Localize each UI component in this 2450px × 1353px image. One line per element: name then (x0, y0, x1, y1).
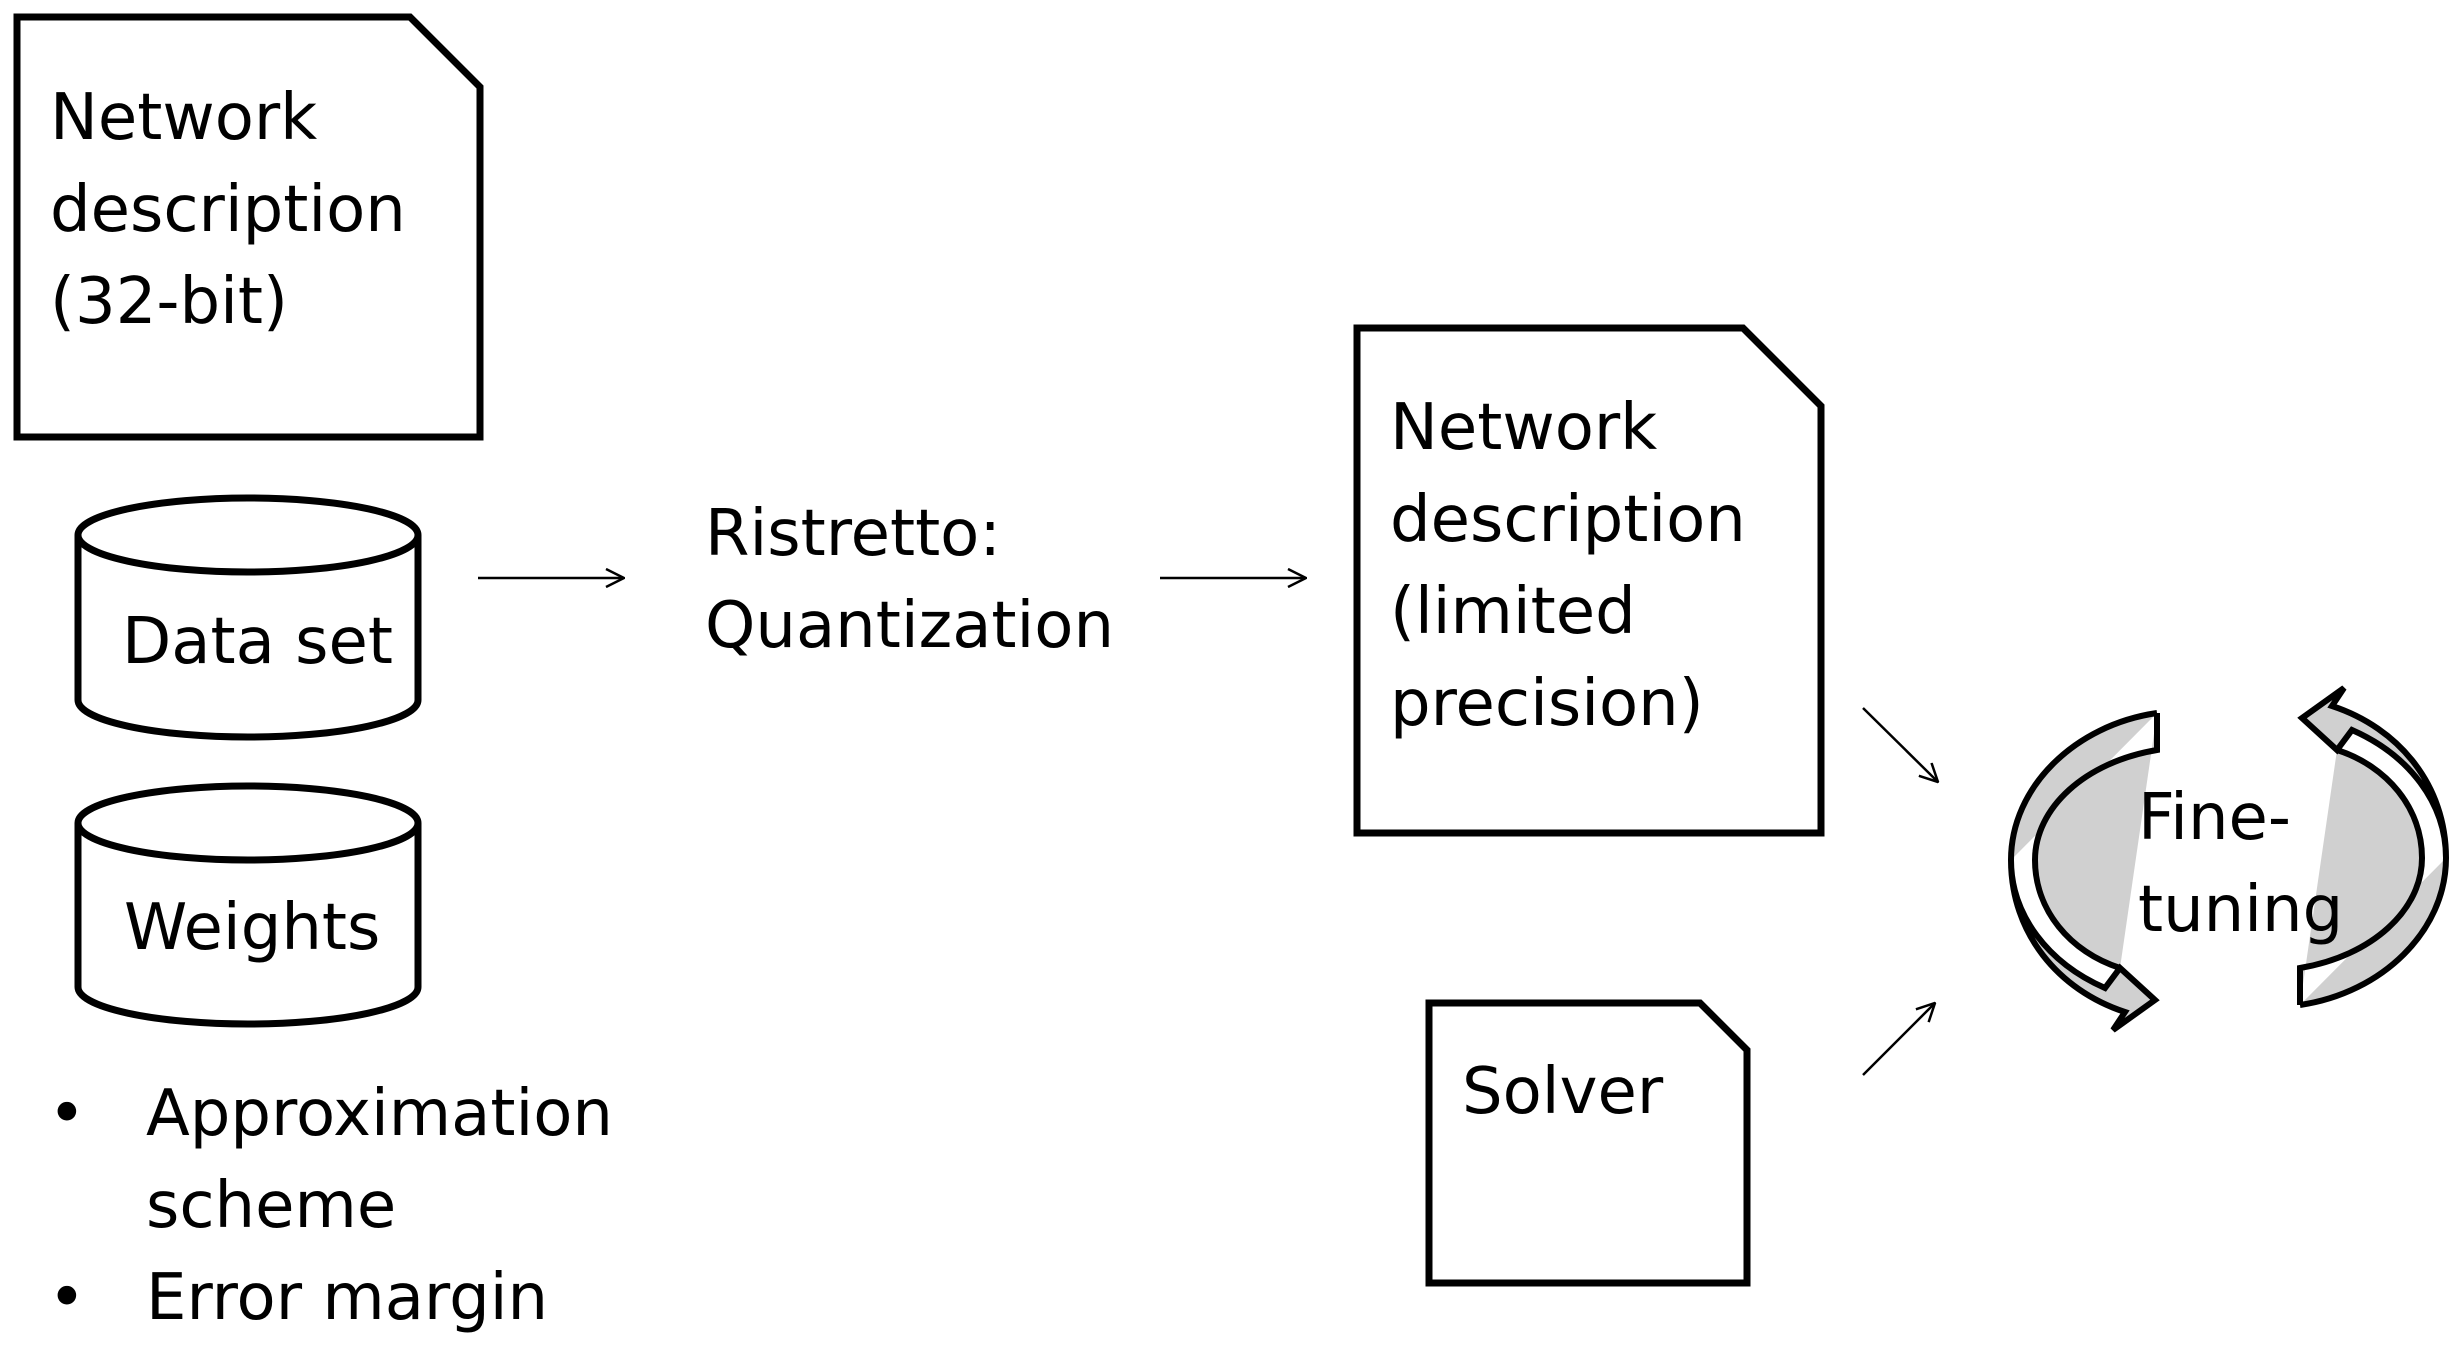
dataset-label: Data set (122, 605, 393, 679)
cycle-arrow-right (2297, 685, 2450, 1008)
network-fp32-document-shape (13, 13, 484, 441)
cycle-arrow-left (2007, 710, 2160, 1033)
network-limited-line3: (limited (1390, 575, 1636, 649)
solver-document-shape (1425, 999, 1751, 1287)
ristretto-label: Ristretto: Quantization (705, 488, 1114, 672)
arrow-network-to-finetuning (1862, 707, 1938, 782)
network-limited-line1: Network (1390, 391, 1658, 465)
list-item: • Error margin (40, 1252, 613, 1344)
bullet-dot: • (48, 1077, 86, 1151)
network-fp32-label: Network description (32-bit) (50, 72, 406, 348)
weights-label: Weights (124, 891, 381, 965)
dataset-cylinder (74, 494, 422, 741)
network-limited-line2: description (1390, 483, 1746, 557)
finetuning-line1: Fine- (2138, 781, 2291, 855)
network-limited-document-shape (1353, 324, 1825, 837)
solver-label: Solver (1462, 1055, 1664, 1129)
bullet-text-line1: Error margin (146, 1261, 549, 1335)
bullet-dot: • (48, 1261, 86, 1335)
network-limited-line4: precision) (1390, 667, 1704, 741)
ristretto-line1: Ristretto: (705, 497, 1001, 571)
list-item: • Approximation scheme (40, 1068, 613, 1252)
finetuning-cycle-icon (2007, 685, 2450, 1033)
network-limited-label: Network description (limited precision) (1390, 382, 1746, 750)
network-fp32-line2: description (50, 173, 406, 247)
weights-cylinder (74, 782, 422, 1028)
finetuning-label: Fine-tuning (2138, 772, 2343, 956)
ristretto-line2: Quantization (705, 589, 1114, 663)
bullet-text-line1: Approximation (146, 1077, 613, 1151)
finetuning-line2: tuning (2138, 873, 2344, 947)
parameter-list: • Approximation scheme • Error margin (40, 1068, 613, 1344)
network-fp32-line1: Network (50, 81, 318, 155)
network-fp32-line3: (32-bit) (50, 265, 288, 339)
bullet-text-line2: scheme (146, 1169, 397, 1243)
arrow-solver-to-finetuning (1862, 1003, 1935, 1076)
